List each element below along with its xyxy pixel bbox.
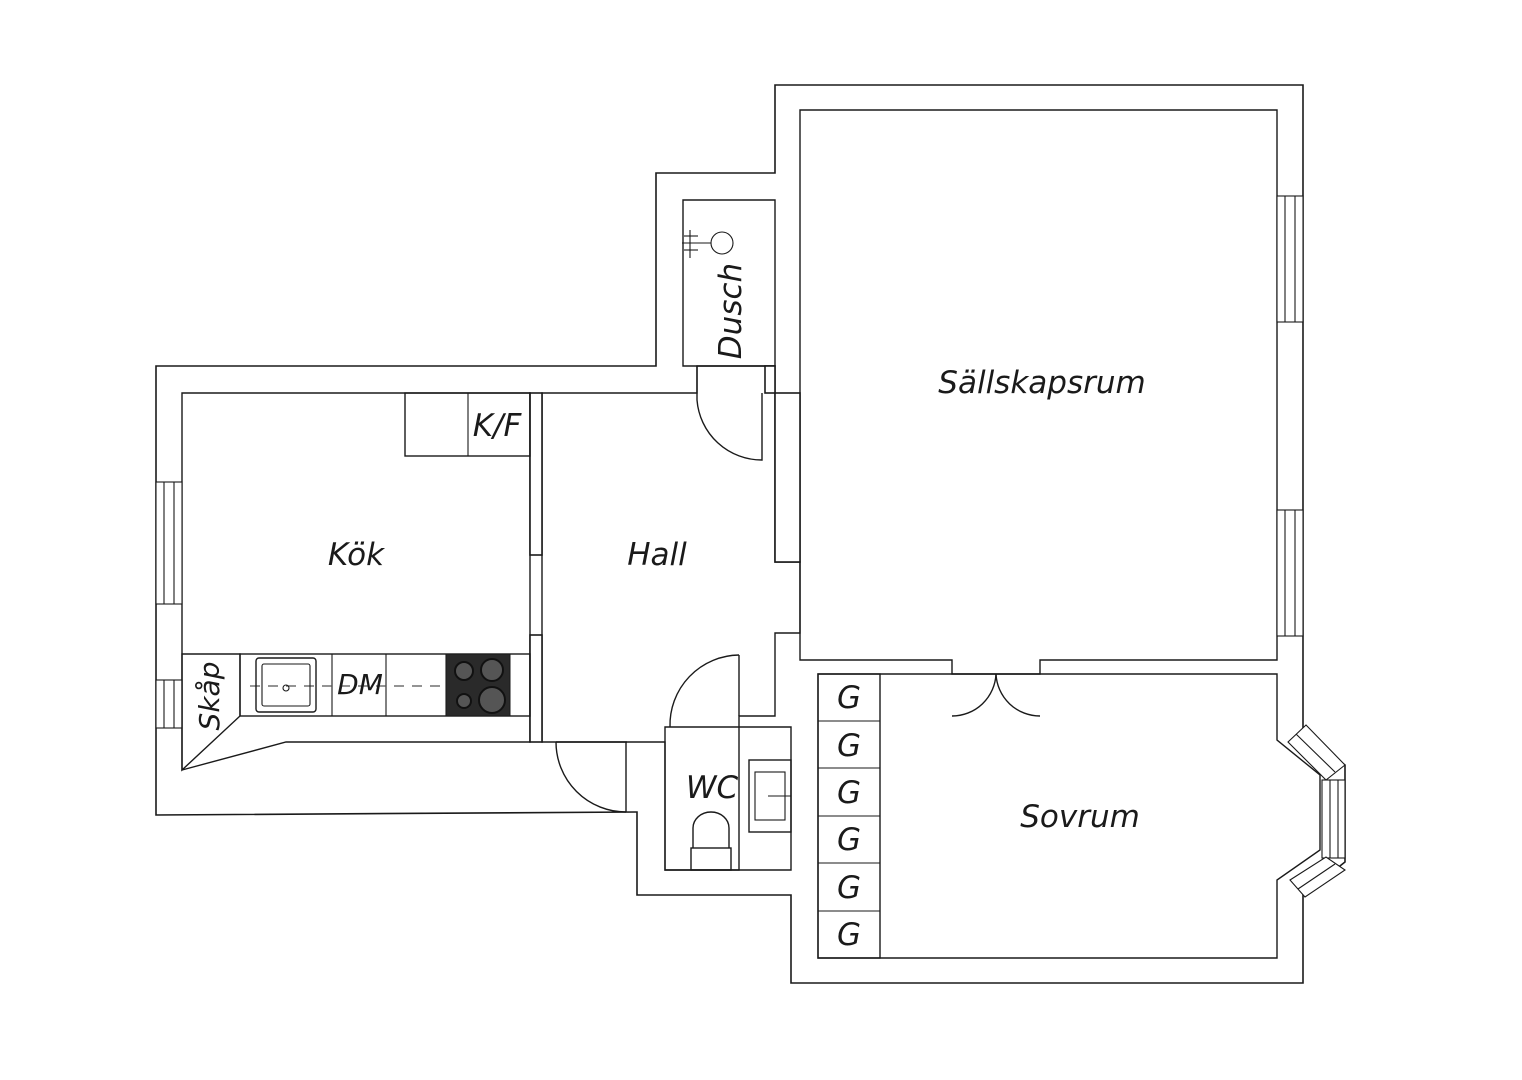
stove <box>445 653 511 717</box>
window-bay-middle <box>1321 779 1346 859</box>
window-bay-top <box>1287 724 1346 781</box>
label-wardrobe: G <box>837 870 861 906</box>
label-wardrobe: G <box>837 822 861 858</box>
window-bay-bottom <box>1289 856 1346 898</box>
label-cabinet: Skåp <box>193 662 226 731</box>
hall-living-wall <box>774 392 801 563</box>
label-kitchen: Kök <box>328 537 385 573</box>
bedroom-room <box>817 673 1321 959</box>
toilet-icon <box>690 811 732 871</box>
window-living-upper <box>1276 195 1304 323</box>
label-fridge-freezer: K/F <box>473 408 523 444</box>
window-living-lower <box>1276 509 1304 637</box>
kitchen-counter <box>181 653 531 772</box>
window-kitchen-small <box>155 679 183 729</box>
label-hall: Hall <box>627 537 687 573</box>
door-entrance[interactable] <box>555 741 627 813</box>
wc-room <box>664 726 792 871</box>
door-shower[interactable] <box>696 366 763 461</box>
label-dishwasher: DM <box>337 668 383 701</box>
door-bedroom-double[interactable] <box>951 673 1041 717</box>
outer-wall <box>155 84 1346 984</box>
shower-fixture-icon <box>682 230 734 258</box>
label-wardrobe: G <box>837 917 861 953</box>
label-wc: WC <box>686 770 739 806</box>
label-wardrobe: G <box>837 728 861 764</box>
fridge-freezer <box>404 392 531 457</box>
wc-sink-icon <box>748 759 792 833</box>
kitchen-hall-wall-bottom <box>529 634 543 743</box>
sink <box>255 657 317 713</box>
label-living: Sällskapsrum <box>938 365 1145 401</box>
label-bedroom: Sovrum <box>1020 799 1140 835</box>
window-kitchen <box>155 481 183 605</box>
kitchen-hall-wall-top <box>529 392 543 556</box>
label-wardrobe: G <box>837 775 861 811</box>
label-wardrobe: G <box>837 680 861 716</box>
label-shower: Dusch <box>713 263 749 359</box>
shower-wall-stub <box>764 365 776 394</box>
wardrobes <box>817 673 881 959</box>
door-wc[interactable] <box>669 654 740 728</box>
